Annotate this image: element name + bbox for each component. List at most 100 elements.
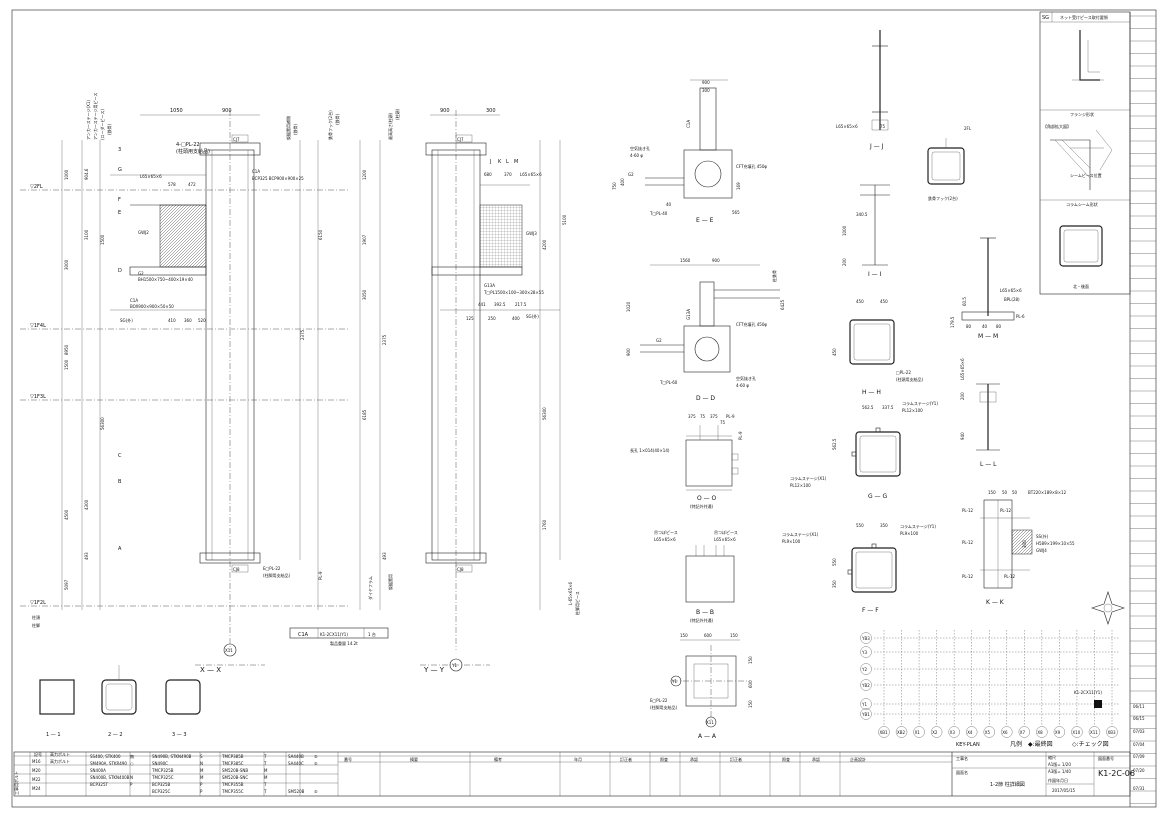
marker-l: L [506,159,509,165]
kp-grid-bubble [948,726,960,738]
material-cell: SM520B-SNB [222,768,248,773]
angle-label: L65×65×6 [140,174,162,179]
material-cell: TMCP325C [151,775,174,780]
detail-hook: 鉄骨フック(2台) 2FL [927,126,972,201]
detail-oo: 375 75 375 75 PL-9 長孔 1×014(40×14) PL-9 … [630,414,743,509]
ll-dim-200: 200 [960,392,965,400]
mm-angle: L65×65×6 [1000,288,1022,293]
kp-y-bubble [860,646,872,658]
oo-title: O — O [697,495,717,502]
strip-date-3: 07/03 [1133,729,1145,734]
bt-m22: M22 [32,777,41,782]
hook-title: 鉄骨フック(2台) [928,195,958,201]
gg-dim-562: 562.5 [862,405,874,410]
dim-y-900: 900 [440,108,450,114]
rev-no: 番号 [344,756,352,762]
oo-slot: 長孔 1×014(40×14) [630,447,670,453]
dim-4300: 4300 [84,499,89,510]
gg-stage-x-spec: PL12×100 [790,483,811,488]
material-cell: P [130,782,133,787]
dim-y-400: 400 [512,316,520,321]
material-cell: T [263,754,267,759]
dim-y-493: 493 [382,552,387,560]
aa-dim-600: 600 [704,633,712,638]
material-cell: S [200,754,203,759]
top-box-title: ネット受けピース取付要領 [1060,14,1108,20]
label-steel: (鉄骨) [106,123,112,135]
grid-bubble-x11 [223,643,237,657]
dim-y-250: 250 [488,316,496,321]
joint-cj7: CJ7 [233,137,240,142]
dim-y-370: 370 [504,172,512,177]
marker-d: D [118,268,122,274]
bt-side-label: 工事用ボルト [13,771,19,795]
sheet-border [11,9,1157,808]
kp-grid-bubble [1106,726,1118,738]
date-value: 2017/05/15 [1052,788,1076,793]
ff-stage-x-spec: PL9×100 [782,539,801,544]
strip-date-7: 07/31 [1133,786,1145,791]
material-cell: ⑤ [314,789,318,794]
proj-label: 工事名 [956,755,968,761]
temp-support: 仮据置用 [387,574,393,590]
ee-dim-169: 169 [736,182,741,190]
dim-1000: 1000 [64,169,69,180]
dim-3100: 3100 [84,229,89,240]
kk-dim-150: 150 [988,490,996,495]
kp-y-bubble [860,698,872,710]
oo-dim-375: 375 [688,414,696,419]
scale-label: 縮尺 [1048,754,1056,760]
material-cell: BCP325B [152,782,171,787]
kp-yb3: YB3 [861,636,870,641]
kp-title: KEY-PLAN [956,742,980,748]
level-2fl: ▽2FL [30,184,43,190]
jj-dim-75: 75 [880,124,886,129]
rev-corrector: 訂正者 [620,756,632,762]
ee-g2: G2 [628,172,634,177]
column-elevation-y: 900 300 J K L M 680 370 L65×65×6 441 392… [327,108,580,674]
top-box-tag: SG [1042,15,1049,21]
kp-grid-bubble [1036,726,1048,738]
member-name: K1-2CX11(Y1) [320,632,348,637]
dd-g13a: G13A [686,309,691,320]
dim-493: 493 [84,552,89,560]
mm-dim-40: 40 [982,324,988,329]
aa-grid-x11: X11 [706,720,714,725]
dim-410: 410 [168,318,176,323]
ee-dim-750: 750 [612,182,617,190]
aa-dim-150: 150 [680,633,688,638]
jj-title: J — J [869,143,884,150]
label-support: 仮据置用補剛 [285,116,291,140]
aa-dim-600b: 600 [748,680,753,688]
kp-grid-bubble [983,726,995,738]
hh-plate-note: (柱頭用支給品) [896,376,924,382]
kk-pl12-a: PL-12 [962,508,974,513]
gg-dim-337: 337.5 [882,405,894,410]
dim-y-300: 300 [486,108,496,114]
dim-y-3050: 3050 [362,289,367,300]
material-cell: TMCP355C [221,789,244,794]
material-cell: SN490B, STKN490B [152,754,192,759]
kp-x-label: X8 [1037,730,1043,735]
hh-plate: □PL-22 [896,370,911,375]
strip-date-1: 06/11 [1133,704,1145,709]
kp-x-label: XB1 [880,730,888,735]
ee-dim-40: 40 [666,202,672,207]
aa-dim-150c: 150 [748,656,753,664]
material-cell: TMCP385C [221,761,244,766]
ff-dim-350: 350 [880,523,888,528]
strip-date-6: 07/20 [1133,768,1145,773]
bottom-title-block: 工事用ボルト 記号 高力ボルト M16 M20 M22 M24 高力ボルト SS… [13,751,1135,797]
material-cell: TMCP385B [221,754,244,759]
kp-y3: Y3 [861,650,867,655]
kp-grid-bubble [930,726,943,738]
ee-dim-900: 900 [702,80,710,85]
kp-target-label: K1-2CX11(Y1) [1074,690,1102,695]
kp-y1: Y1 [861,702,867,707]
rev2-design: 企画設計 [850,756,866,762]
ll-dim-940: 940 [960,432,965,440]
dim-6150: 6150 [318,229,323,240]
kp-grid-bubble [1088,726,1101,738]
dd-dim-900: 900 [712,258,720,263]
